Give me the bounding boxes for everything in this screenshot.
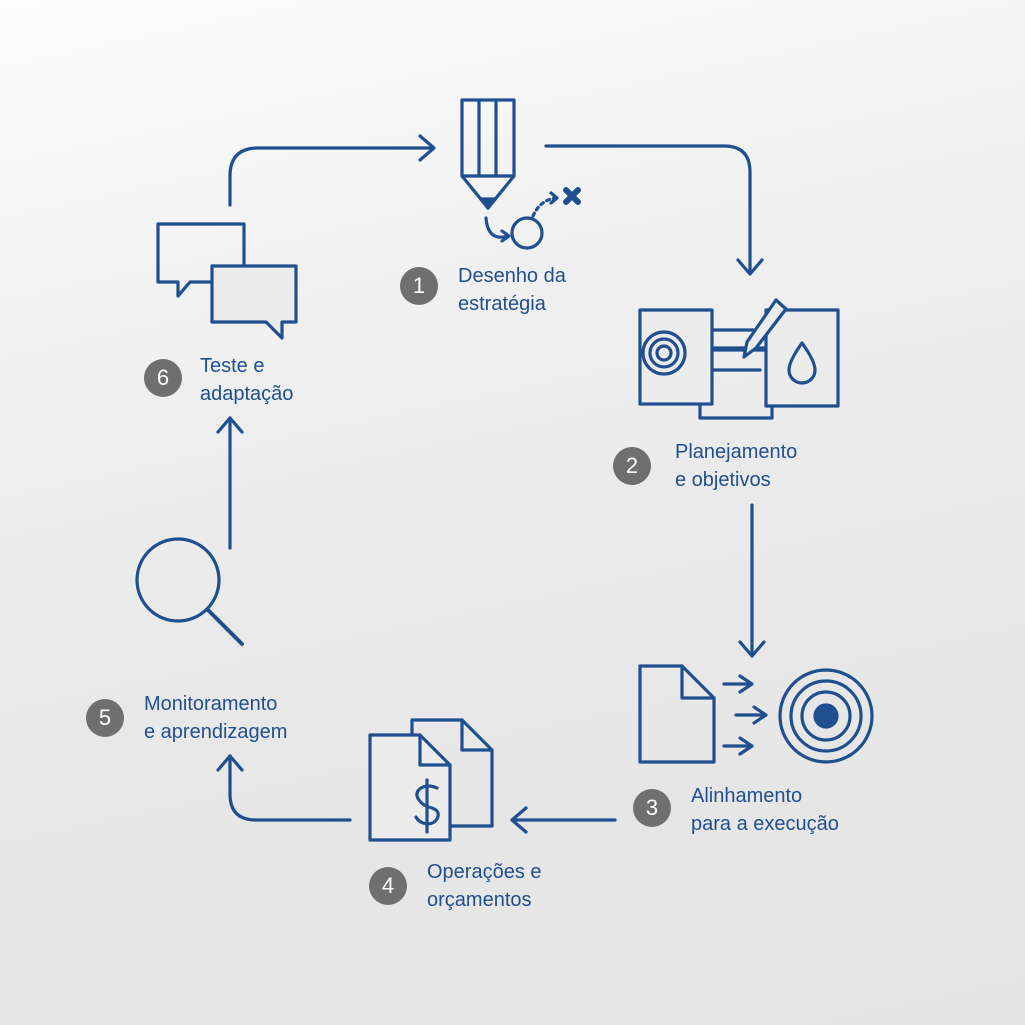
step-6-badge: 6 — [144, 359, 182, 397]
step-3-badge: 3 — [633, 789, 671, 827]
step-1-label: Desenho da estratégia — [458, 262, 566, 318]
step-5-label: Monitoramento e aprendizagem — [144, 690, 287, 746]
arrow-2-to-3 — [738, 503, 766, 658]
step-3-label-line2: para a execução — [691, 813, 839, 835]
step-3-label-line1: Alinhamento — [691, 785, 803, 807]
magnifier-icon — [135, 537, 244, 646]
document-target-icon — [638, 664, 874, 764]
step-5-label-line2: e aprendizagem — [144, 721, 288, 743]
step-3-label: Alinhamento para a execução — [691, 782, 839, 838]
step-6-label-line2: adaptação — [200, 383, 294, 405]
step-2-label-line2: e objetivos — [675, 469, 771, 491]
step-6-label-line1: Teste e — [200, 355, 265, 377]
step-2-label: Planejamento e objetivos — [675, 438, 797, 494]
arrow-3-to-4 — [510, 806, 617, 834]
step-4-label-line2: orçamentos — [427, 889, 532, 911]
step-4-label: Operações e orçamentos — [427, 858, 542, 914]
arrow-1-to-2 — [544, 144, 764, 276]
step-1-label-line1: Desenho da — [458, 265, 566, 287]
step-5-badge: 5 — [86, 699, 124, 737]
pencil-strategy-icon — [460, 98, 581, 250]
speech-bubbles-icon — [156, 222, 298, 340]
planning-documents-icon — [638, 298, 840, 420]
budget-documents-icon — [368, 718, 494, 842]
arrow-5-to-6 — [216, 416, 244, 550]
step-2-label-line1: Planejamento — [675, 441, 798, 463]
step-1-label-line2: estratégia — [458, 293, 546, 315]
step-4-label-line1: Operações e — [427, 861, 542, 883]
step-6-label: Teste e adaptação — [200, 352, 293, 408]
step-5-label-line1: Monitoramento — [144, 693, 278, 715]
step-4-badge: 4 — [369, 867, 407, 905]
arrow-4-to-5 — [216, 754, 352, 822]
arrow-6-to-1 — [228, 134, 436, 207]
step-1-badge: 1 — [400, 267, 438, 305]
step-2-badge: 2 — [613, 447, 651, 485]
